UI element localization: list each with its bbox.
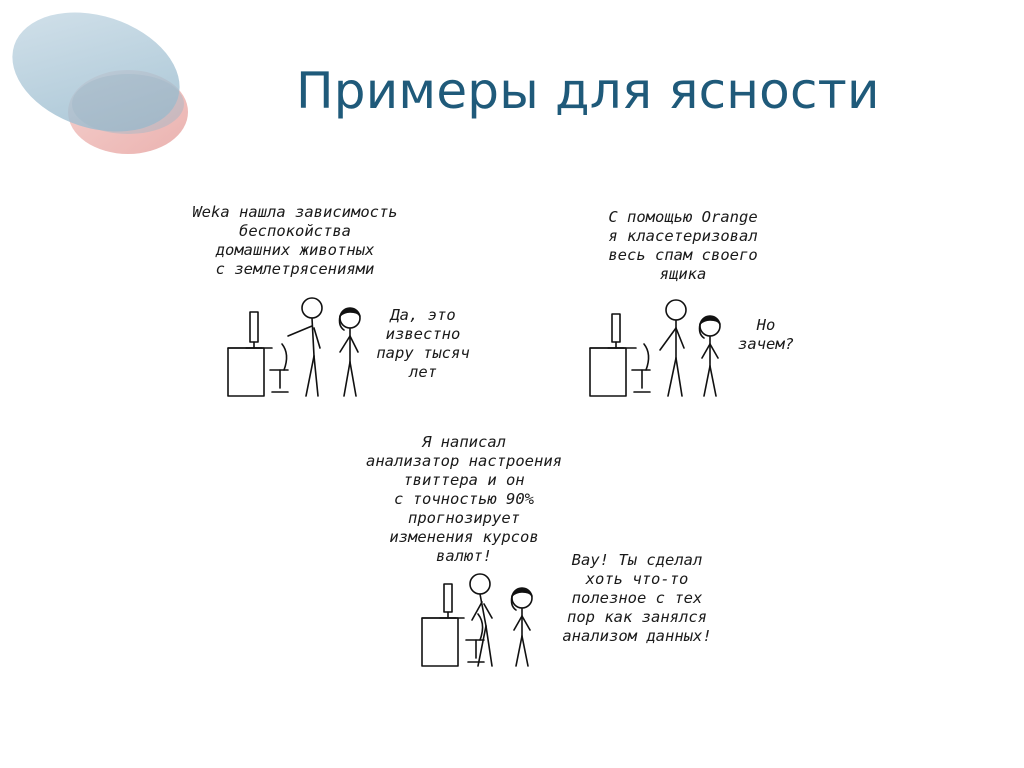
decorative-ellipses bbox=[12, 12, 188, 154]
panel-2-illustration bbox=[586, 296, 736, 400]
panel-2-speaker-text: С помощью Orange я класетеризовал весь с… bbox=[608, 208, 758, 283]
panel-1-illustration bbox=[222, 292, 372, 400]
stick-figure-woman bbox=[338, 307, 361, 397]
office-chair bbox=[631, 343, 651, 393]
panel-3-illustration bbox=[416, 570, 546, 670]
panel-1-speaker-text: Weka нашла зависимость беспокойства дома… bbox=[192, 203, 398, 278]
stick-figure-man bbox=[469, 573, 493, 667]
office-chair bbox=[269, 343, 289, 393]
stick-figure-man bbox=[287, 297, 323, 397]
desk-with-computer bbox=[589, 313, 637, 397]
office-chair bbox=[465, 613, 485, 663]
panel-3-speaker-text: Я написал анализатор настроения твиттера… bbox=[366, 433, 562, 565]
panel-2-reply-text: Но зачем? bbox=[738, 316, 794, 353]
desk-with-computer bbox=[421, 583, 465, 667]
stick-figure-woman bbox=[698, 315, 721, 397]
panel-3-reply-text: Вау! Ты сделал хоть что-то полезное с те… bbox=[562, 551, 712, 645]
stick-figure-woman bbox=[510, 587, 533, 667]
panel-1-reply-text: Да, это известно пару тысяч лет bbox=[376, 306, 470, 381]
stick-figure-man bbox=[659, 299, 687, 397]
desk-with-computer bbox=[227, 311, 273, 397]
slide-title: Примеры для ясности bbox=[296, 62, 880, 120]
